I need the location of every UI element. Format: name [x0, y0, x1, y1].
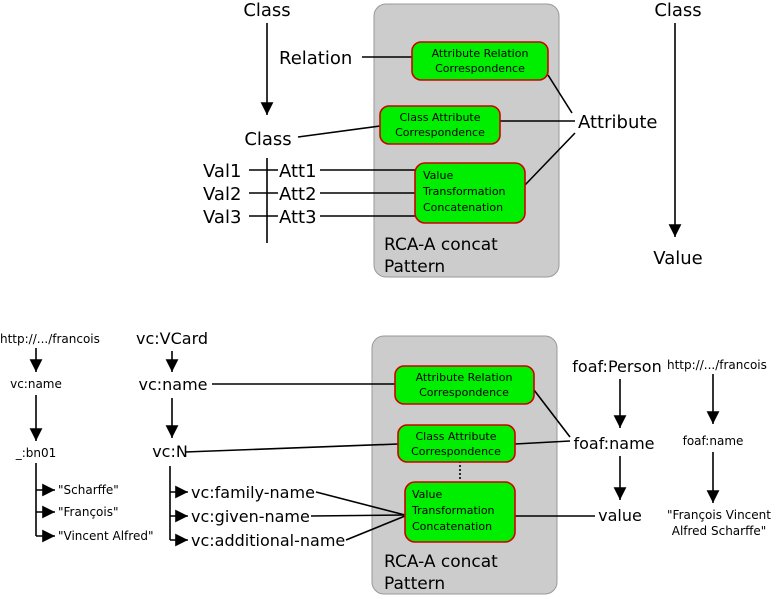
bottom-cac-to-foafname-line [514, 440, 571, 445]
top-class-attribute-correspondence-box: Class Attribute Correspondence [379, 105, 501, 145]
top-val3: Val3 [203, 207, 241, 228]
bottom-vc-name: vc:name [138, 375, 207, 394]
bottom-vc-name-left: vc:name [10, 377, 62, 391]
bottom-diagram: http://.../francois vc:name _:bn01 "Scha… [0, 329, 771, 595]
top-cac-text-1: Class Attribute [399, 111, 480, 124]
bottom-lit-full-2: Alfred Scharffe" [672, 524, 767, 538]
bottom-lit-francois: "François" [58, 505, 119, 519]
bottom-arc-to-foafname-line [533, 389, 571, 438]
bottom-given-name: vc:given-name [191, 507, 310, 526]
top-val1: Val1 [203, 161, 241, 182]
bottom-attribute-relation-correspondence-box: Attribute Relation Correspondence [394, 365, 535, 405]
bottom-additional-to-vtc-line [345, 515, 406, 541]
top-arc-to-attribute-line [547, 74, 573, 114]
top-vtc-to-attribute-line [524, 132, 576, 186]
bottom-foaf-person: foaf:Person [572, 357, 661, 376]
top-attribute-label: Attribute [578, 112, 657, 133]
top-attribute-relation-correspondence-box: Attribute Relation Correspondence [411, 41, 549, 81]
bottom-value-transformation-concatenation-box: Value Transformation Concatenation [404, 481, 516, 543]
bottom-family-name: vc:family-name [191, 483, 315, 502]
top-class-mid-label: Class [244, 129, 291, 150]
top-value-transformation-concatenation-box: Value Transformation Concatenation [414, 162, 526, 224]
top-class-right-label: Class [654, 0, 701, 21]
top-relation-label: Relation [279, 48, 352, 69]
bottom-additional-name: vc:additional-name [191, 531, 345, 550]
bottom-vtc-text-2: Transformation [411, 504, 495, 517]
bottom-foaf-name-right: foaf:name [683, 434, 744, 448]
top-class-to-cac-line [297, 125, 381, 138]
bottom-pattern-title-1: RCA-A concat [384, 552, 498, 572]
bottom-uri-left: http://.../francois [0, 332, 100, 346]
bottom-pattern-title-2: Pattern [384, 574, 445, 594]
bottom-cac-text-1: Class Attribute [415, 430, 496, 443]
bottom-vcard: vc:VCard [136, 329, 208, 348]
top-vtc-text-1: Value [423, 169, 453, 182]
bottom-vtc-text-1: Value [412, 488, 442, 501]
top-arc-text-2: Correspondence [435, 62, 525, 75]
bottom-foaf-name: foaf:name [573, 434, 654, 453]
bottom-value: value [598, 506, 642, 525]
top-pattern-title-1: RCA-A concat [384, 235, 498, 255]
top-arc-text-1: Attribute Relation [432, 47, 529, 60]
top-value-label: Value [653, 248, 702, 269]
top-pattern-title-2: Pattern [384, 257, 445, 277]
bottom-lit-full-1: "François Vincent [667, 508, 771, 522]
bottom-given-to-vtc-line [310, 514, 406, 517]
bottom-uri-right: http://.../francois [667, 358, 767, 372]
bottom-lit-scharffe: "Scharffe" [58, 483, 119, 497]
bottom-lit-vincent: "Vincent Alfred" [58, 529, 153, 543]
bottom-vc-n: vc:N [152, 442, 188, 461]
bottom-bnode: _:bn01 [15, 446, 57, 460]
top-class-left-label: Class [243, 0, 290, 21]
top-diagram: Class Class Relation Val1 Val2 Val3 Att1… [203, 0, 703, 278]
bottom-family-to-vtc-line [315, 491, 406, 516]
top-att1: Att1 [279, 161, 317, 182]
top-vtc-text-3: Concatenation [423, 201, 503, 214]
top-vtc-text-2: Transformation [422, 185, 506, 198]
bottom-arc-text-2: Correspondence [419, 386, 509, 399]
top-att3: Att3 [279, 207, 317, 228]
top-att2: Att2 [279, 184, 317, 205]
bottom-arc-text-1: Attribute Relation [416, 371, 513, 384]
bottom-vc-n-to-cac-line [184, 443, 399, 453]
top-cac-text-2: Correspondence [395, 126, 485, 139]
bottom-cac-text-2: Correspondence [411, 445, 501, 458]
top-val2: Val2 [203, 184, 241, 205]
bottom-vtc-text-3: Concatenation [412, 520, 492, 533]
bottom-class-attribute-correspondence-box: Class Attribute Correspondence [397, 424, 516, 463]
